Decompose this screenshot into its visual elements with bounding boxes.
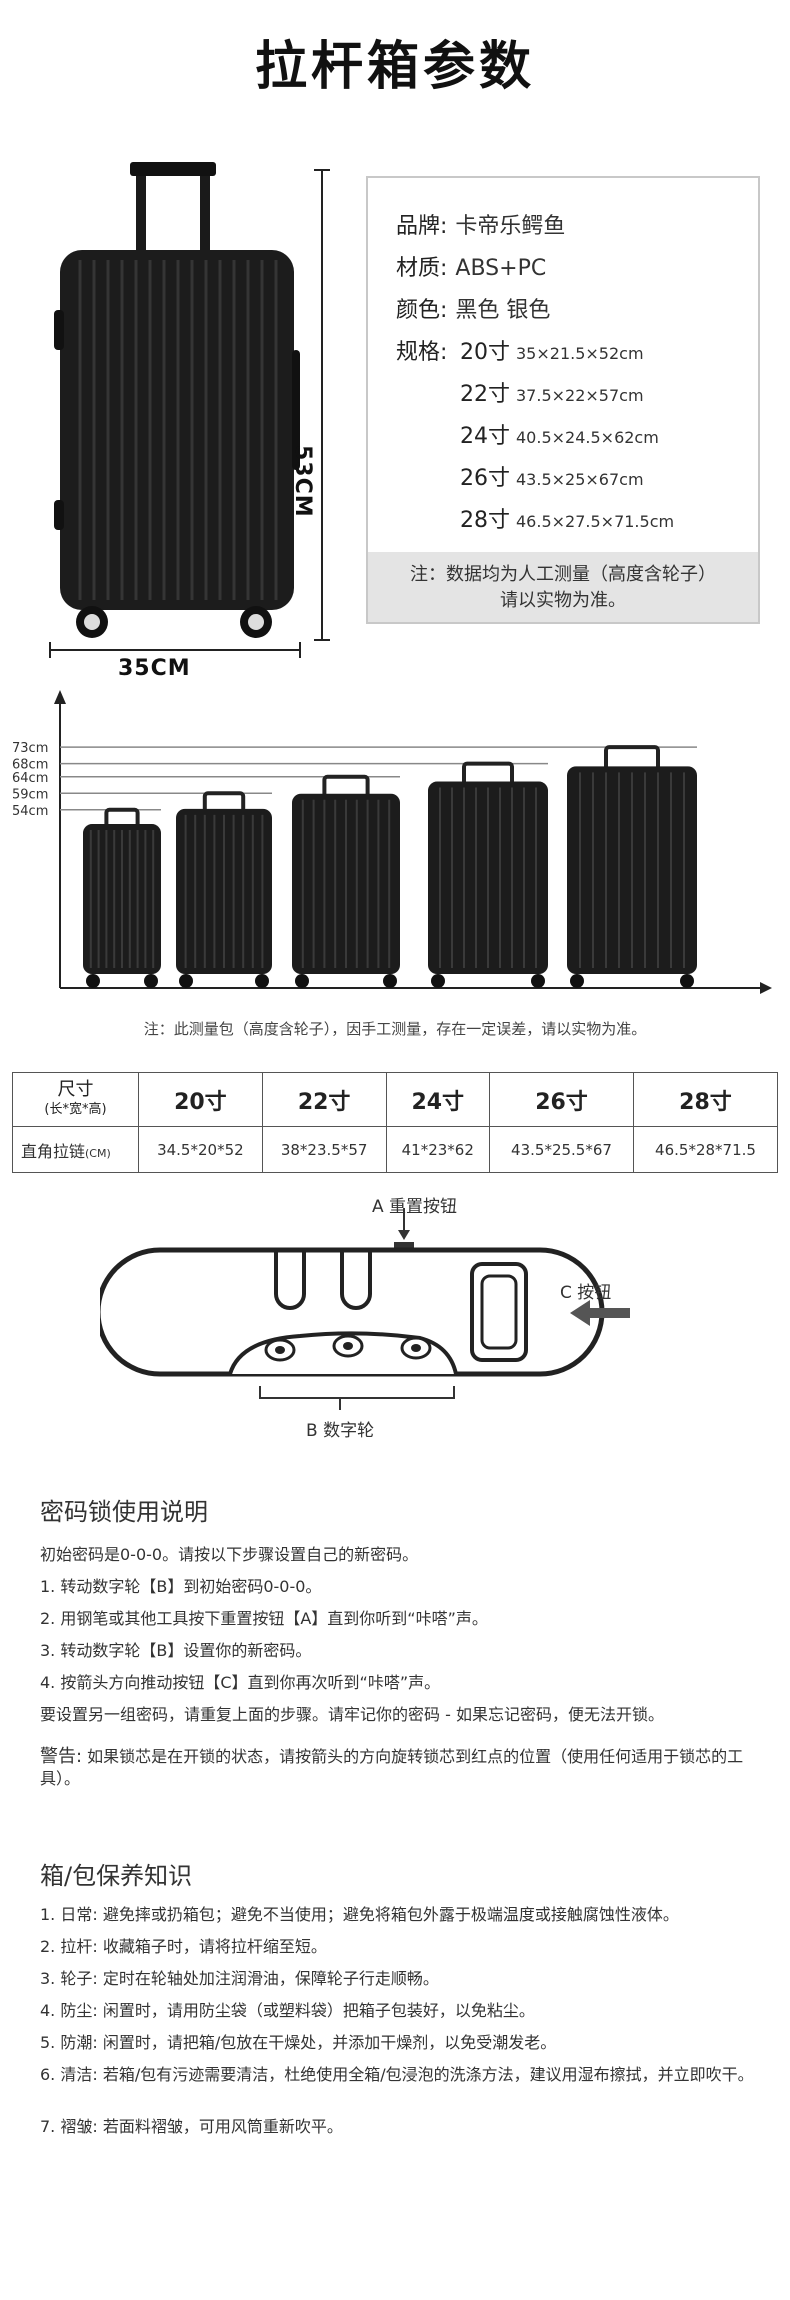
spec-size-key: 规格:: [396, 340, 448, 365]
chart-bar-wheel: [255, 974, 269, 988]
table-header-sublabel: (长*宽*高): [44, 1101, 107, 1117]
table-header-cell: 22寸: [261, 1072, 387, 1127]
chart-bar-wheel: [144, 974, 158, 988]
care-item: 4. 防尘: 闲置时，请用防尘袋（或塑料袋）把箱子包装好，以免粘尘。: [40, 2001, 535, 2020]
care-item: 3. 轮子: 定时在轮轴处加注润滑油，保障轮子行走顺畅。: [40, 1969, 439, 1988]
size-dimensions: 35×21.5×52cm: [516, 344, 644, 363]
size-dimensions: 46.5×27.5×71.5cm: [516, 512, 675, 531]
size-dimensions: 43.5×25×67cm: [516, 470, 644, 489]
spec-size-item: 28寸 46.5×27.5×71.5cm: [460, 502, 674, 534]
spec-material-value: ABS+PC: [455, 256, 547, 281]
size-table: 尺寸 (长*宽*高) 20寸 22寸 24寸 26寸 28寸 直角拉链(CM) …: [12, 1072, 779, 1173]
warning-text: 如果锁芯是在开锁的状态，请按箭头的方向旋转锁芯到红点的位置（使用任何适用于锁芯的…: [40, 1747, 744, 1788]
table-header-cell: 26寸: [489, 1072, 634, 1127]
warning-label: 警告:: [40, 1746, 83, 1767]
spec-size-item: 20寸 35×21.5×52cm: [460, 334, 644, 366]
chart-bar-wheel: [570, 974, 584, 988]
size-name: 28寸: [460, 508, 510, 533]
chart-tick-label: 68cm: [12, 758, 48, 773]
chart-bar-wheel: [383, 974, 397, 988]
table-row-label: 直角拉链(CM): [12, 1126, 139, 1173]
table-header-cell: 24寸: [385, 1072, 491, 1127]
table-header-row: 尺寸 (长*宽*高) 20寸 22寸 24寸 26寸 28寸: [12, 1072, 779, 1127]
care-item: 1. 日常: 避免摔或扔箱包；避免不当使用；避免将箱包外露于极端温度或接触腐蚀性…: [40, 1905, 679, 1924]
spec-color-key: 颜色:: [396, 298, 448, 323]
chart-bar-wheel: [179, 974, 193, 988]
table-cell: 46.5*28*71.5: [632, 1126, 779, 1173]
chart-bar-wheel: [531, 974, 545, 988]
spec-brand-row: 品牌: 卡帝乐鳄鱼: [396, 208, 565, 240]
size-name: 24寸: [460, 424, 510, 449]
lock-guide-line: 1. 转动数字轮【B】到初始密码0-0-0。: [40, 1577, 322, 1596]
lock-label-b: B 数字轮: [306, 1421, 375, 1441]
lock-label-a: A 重置按钮: [372, 1197, 458, 1217]
chart-bar-wheel: [431, 974, 445, 988]
size-name: 22寸: [460, 382, 510, 407]
height-dimension-label: 53CM: [290, 445, 315, 518]
table-cell: 43.5*25.5*67: [489, 1126, 634, 1173]
care-item: 7. 褶皱: 若面料褶皱，可用风筒重新吹平。: [40, 2117, 343, 2136]
table-cell: 41*23*62: [385, 1126, 491, 1173]
lock-guide-line: 2. 用钢笔或其他工具按下重置按钮【A】直到你听到“咔嗒”声。: [40, 1609, 488, 1628]
spec-size-item: 24寸 40.5×24.5×62cm: [460, 418, 659, 450]
spec-brand-key: 品牌:: [396, 214, 448, 239]
care-title: 箱/包保养知识: [40, 1862, 193, 1890]
chart-x-axis-arrow: [760, 982, 772, 994]
chart-tick-label: 64cm: [12, 771, 48, 786]
page-title: 拉杆箱参数: [254, 37, 535, 97]
lock-guide-line: 4. 按箭头方向推动按钮【C】直到你再次听到“咔嗒”声。: [40, 1673, 441, 1692]
size-name: 26寸: [460, 466, 510, 491]
spec-size-item: 26寸 43.5×25×67cm: [460, 460, 644, 492]
row-label-unit: (CM): [85, 1146, 111, 1160]
chart-tick-label: 73cm: [12, 741, 48, 756]
chart-bar-wheel: [295, 974, 309, 988]
table-header-label: 尺寸: [57, 1078, 94, 1100]
spec-panel: 品牌: 卡帝乐鳄鱼 材质: ABS+PC 颜色: 黑色 银色 规格: 20寸 3…: [366, 176, 760, 624]
spec-note: 注：数据均为人工测量（高度含轮子） 请以实物为准。: [368, 552, 758, 622]
table-header-cell: 20寸: [138, 1072, 263, 1127]
chart-y-axis-arrow: [54, 690, 66, 704]
chart-bar-wheel: [680, 974, 694, 988]
lock-guide-line: 初始密码是0-0-0。请按以下步骤设置自己的新密码。: [40, 1545, 419, 1564]
suitcase-photo: [49, 162, 330, 658]
chart-note: 注：此测量包（高度含轮子），因手工测量，存在一定误差，请以实物为准。: [143, 1020, 647, 1038]
chart-bar-wheel: [86, 974, 100, 988]
table-header-cell: 尺寸 (长*宽*高): [12, 1072, 139, 1127]
row-label-text: 直角拉链: [21, 1141, 86, 1161]
lock-guide-title: 密码锁使用说明: [40, 1498, 208, 1526]
size-name: 20寸: [460, 340, 510, 365]
table-cell: 38*23.5*57: [261, 1126, 387, 1173]
spec-color-row: 颜色: 黑色 银色: [396, 292, 550, 324]
care-item: 5. 防潮: 闲置时，请把箱/包放在干燥处，并添加干燥剂，以免受潮发老。: [40, 2033, 557, 2052]
size-dimensions: 40.5×24.5×62cm: [516, 428, 659, 447]
spec-brand-value: 卡帝乐鳄鱼: [455, 214, 566, 239]
spec-note-line: 注：数据均为人工测量（高度含轮子）: [410, 564, 716, 585]
spec-material-row: 材质: ABS+PC: [396, 250, 546, 282]
spec-material-key: 材质:: [396, 256, 448, 281]
table-cell: 34.5*20*52: [138, 1126, 263, 1173]
care-item: 6. 清洁: 若箱/包有污迹需要清洁，杜绝使用全箱/包浸泡的洗涤方法，建议用湿布…: [40, 2065, 754, 2084]
lock-label-c: C 按钮: [560, 1283, 612, 1303]
spec-note-line: 请以实物为准。: [500, 590, 626, 611]
table-row: 直角拉链(CM) 34.5*20*52 38*23.5*57 41*23*62 …: [12, 1126, 779, 1173]
lock-guide-line: 要设置另一组密码，请重复上面的步骤。请牢记你的密码 - 如果忘记密码，便无法开锁…: [40, 1705, 664, 1724]
spec-color-value: 黑色 银色: [455, 298, 551, 323]
width-dimension-label: 35CM: [118, 656, 191, 681]
spec-size-item: 22寸 37.5×22×57cm: [460, 376, 644, 408]
lock-diagram: [100, 1208, 630, 1410]
chart-tick-label: 59cm: [12, 787, 48, 802]
care-item: 2. 拉杆: 收藏箱子时，请将拉杆缩至短。: [40, 1937, 327, 1956]
lock-guide-line: 3. 转动数字轮【B】设置你的新密码。: [40, 1641, 312, 1660]
spec-size-row: 规格:: [396, 334, 447, 366]
size-dimensions: 37.5×22×57cm: [516, 386, 644, 405]
lock-warning: 警告: 如果锁芯是在开锁的状态，请按箭头的方向旋转锁芯到红点的位置（使用任何适用…: [40, 1746, 760, 1790]
chart-tick-label: 54cm: [12, 804, 48, 819]
table-header-cell: 28寸: [632, 1072, 779, 1127]
